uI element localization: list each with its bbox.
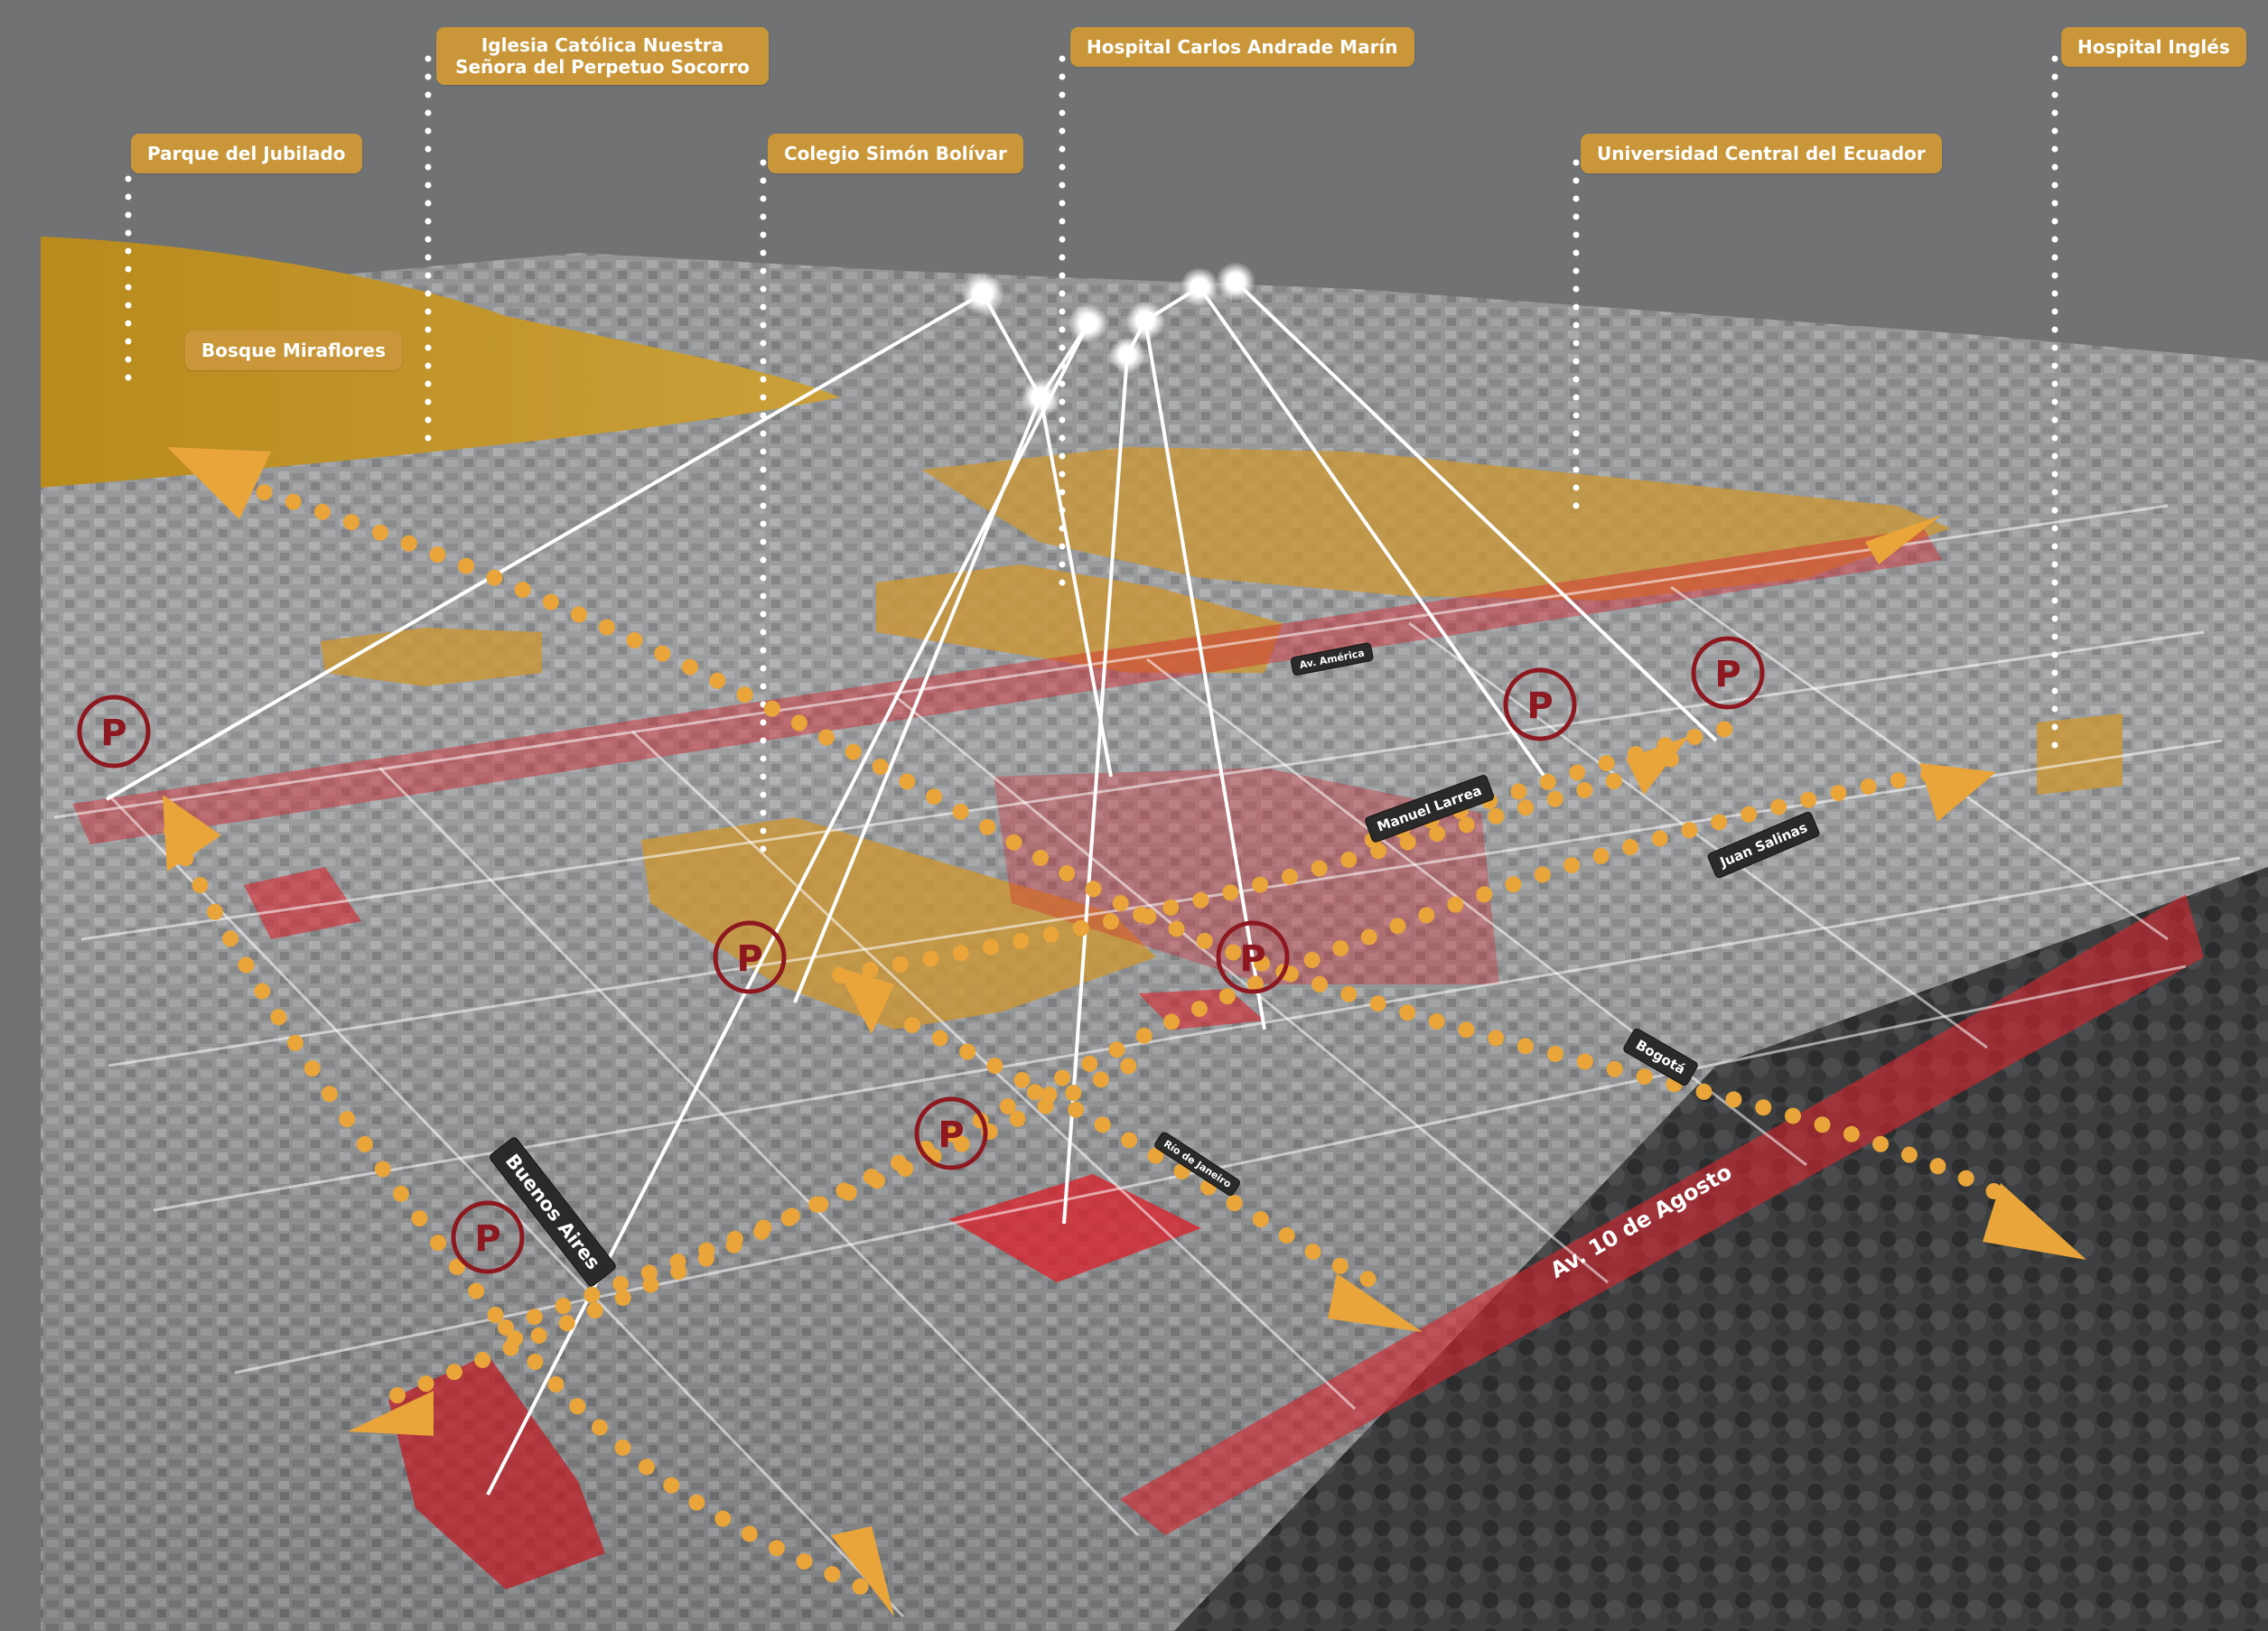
arrow-icon: [1328, 1273, 1423, 1332]
arrow-icon: [835, 966, 894, 1034]
label-parque-jubilado: Parque del Jubilado: [131, 134, 362, 173]
node-icon: [1180, 267, 1219, 307]
hospital-andrade-area: [876, 564, 1283, 673]
svg-text:P: P: [1526, 685, 1553, 727]
label-leaders: [125, 55, 2058, 871]
arrow-icon: [167, 447, 271, 519]
arrow-heads: [163, 447, 2086, 1617]
node-icon: [961, 272, 1004, 315]
label-hospital-andrade: Hospital Carlos Andrade Marín: [1070, 27, 1414, 67]
universidad-area: [921, 447, 1951, 601]
parking-icon: P: [1216, 920, 1290, 994]
node-icon: [1216, 262, 1255, 302]
red-block-center: [948, 1174, 1201, 1282]
parking-icon: P: [1691, 636, 1765, 710]
svg-text:P: P: [736, 938, 762, 980]
node-icon: [1021, 377, 1060, 417]
arrow-icon: [831, 1526, 894, 1617]
label-universidad: Universidad Central del Ecuador: [1581, 134, 1942, 173]
node-icon: [1125, 301, 1165, 340]
network-nodes: [961, 262, 1255, 417]
parking-markers: P P P P P P P: [77, 636, 1765, 1274]
arrow-icon: [1626, 736, 1689, 795]
parking-icon: P: [77, 694, 151, 769]
label-iglesia: Iglesia Católica Nuestra Señora del Perp…: [436, 27, 769, 85]
colegio-area: [641, 817, 1156, 1030]
svg-text:P: P: [474, 1218, 500, 1260]
parking-icon: P: [914, 1096, 988, 1170]
arrow-icon: [163, 795, 221, 871]
label-colegio: Colegio Simón Bolívar: [768, 134, 1023, 173]
svg-text:P: P: [1239, 938, 1265, 980]
node-icon: [1069, 303, 1108, 343]
red-block-bottom: [388, 1355, 605, 1589]
svg-text:P: P: [100, 713, 126, 754]
av-10-agosto-corridor: [1120, 894, 2204, 1535]
label-hospital-ingles: Hospital Inglés: [2061, 27, 2246, 67]
arrow-icon: [1983, 1183, 2086, 1260]
svg-text:P: P: [1714, 654, 1741, 695]
node-icon: [1109, 337, 1145, 373]
arrow-icon: [348, 1391, 434, 1436]
parking-icon: P: [451, 1200, 525, 1274]
parking-icon: P: [1503, 667, 1577, 741]
parking-icon: P: [713, 920, 787, 994]
svg-text:P: P: [938, 1114, 964, 1156]
red-block-left: [244, 867, 361, 939]
bosque-miraflores-area: [41, 237, 840, 488]
arrow-icon: [1865, 515, 1942, 564]
label-bosque: Bosque Miraflores: [185, 331, 402, 370]
arrow-icon: [1919, 763, 1996, 822]
hospital-ingles-area: [2037, 713, 2123, 795]
